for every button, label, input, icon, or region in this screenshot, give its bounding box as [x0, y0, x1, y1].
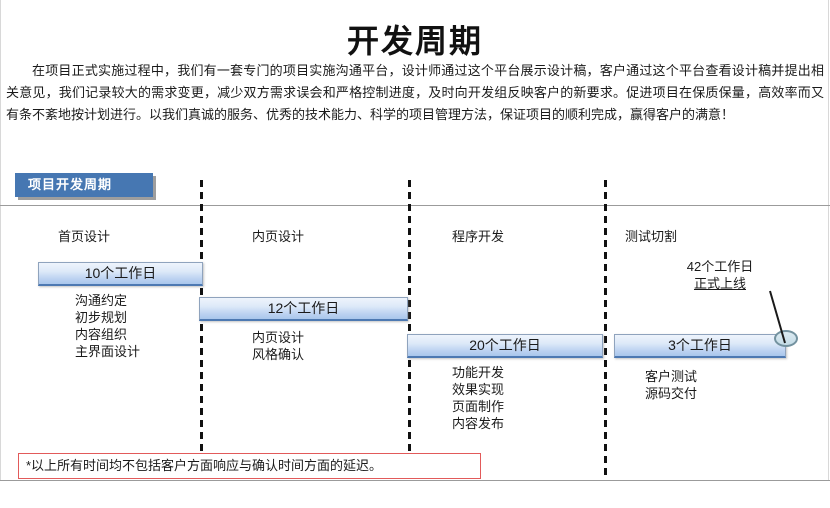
- page-title: 开发周期: [346, 23, 483, 59]
- milestone-ellipse: [774, 330, 798, 347]
- task-list-test: 客户测试 源码交付: [645, 368, 697, 402]
- task-item: 功能开发: [452, 365, 505, 380]
- task-item: 效果实现: [452, 382, 505, 397]
- divider-line-top: [0, 205, 830, 206]
- phase-title-test-cut: 测试切割: [625, 229, 678, 244]
- duration-bar-homepage: 10个工作日: [38, 262, 203, 286]
- task-item: 内容发布: [452, 416, 505, 431]
- task-item: 主界面设计: [75, 344, 141, 359]
- launch-label: 正式上线: [693, 276, 746, 291]
- task-item: 内页设计: [252, 330, 305, 345]
- duration-bar-test: 3个工作日: [614, 334, 786, 358]
- phase-title-innerpage-design: 内页设计: [252, 229, 305, 244]
- phase-divider-1: [200, 180, 203, 478]
- page-right-edge: [828, 0, 829, 480]
- launch-annotation: 42个工作日 正式上线: [658, 259, 782, 291]
- task-item: 页面制作: [452, 399, 505, 414]
- task-item: 风格确认: [252, 347, 305, 362]
- task-item: 沟通约定: [75, 293, 128, 308]
- phase-divider-2: [408, 180, 411, 478]
- task-item: 初步规划: [75, 310, 128, 325]
- leader-line: [769, 290, 786, 344]
- duration-bar-program: 20个工作日: [407, 334, 603, 358]
- divider-line-bottom: [0, 480, 830, 481]
- section-header: 项目开发周期: [15, 173, 153, 197]
- task-list-homepage: 沟通约定 初步规划 内容组织 主界面设计: [75, 292, 140, 360]
- task-list-program: 功能开发 效果实现 页面制作 内容发布: [452, 364, 504, 432]
- total-duration-label: 42个工作日: [686, 259, 754, 274]
- phase-title-homepage-design: 首页设计: [58, 229, 111, 244]
- duration-bar-innerpage: 12个工作日: [199, 297, 408, 321]
- footnote-box: *以上所有时间均不包括客户方面响应与确认时间方面的延迟。: [18, 453, 481, 479]
- task-item: 客户测试: [645, 369, 698, 384]
- phase-divider-3: [604, 180, 607, 478]
- task-item: 内容组织: [75, 327, 128, 342]
- phase-title-program-dev: 程序开发: [452, 229, 505, 244]
- page-left-edge: [0, 0, 1, 480]
- intro-paragraph: 在项目正式实施过程中，我们有一套专门的项目实施沟通平台，设计师通过这个平台展示设…: [6, 63, 824, 122]
- task-item: 源码交付: [645, 386, 698, 401]
- task-list-innerpage: 内页设计 风格确认: [252, 329, 304, 363]
